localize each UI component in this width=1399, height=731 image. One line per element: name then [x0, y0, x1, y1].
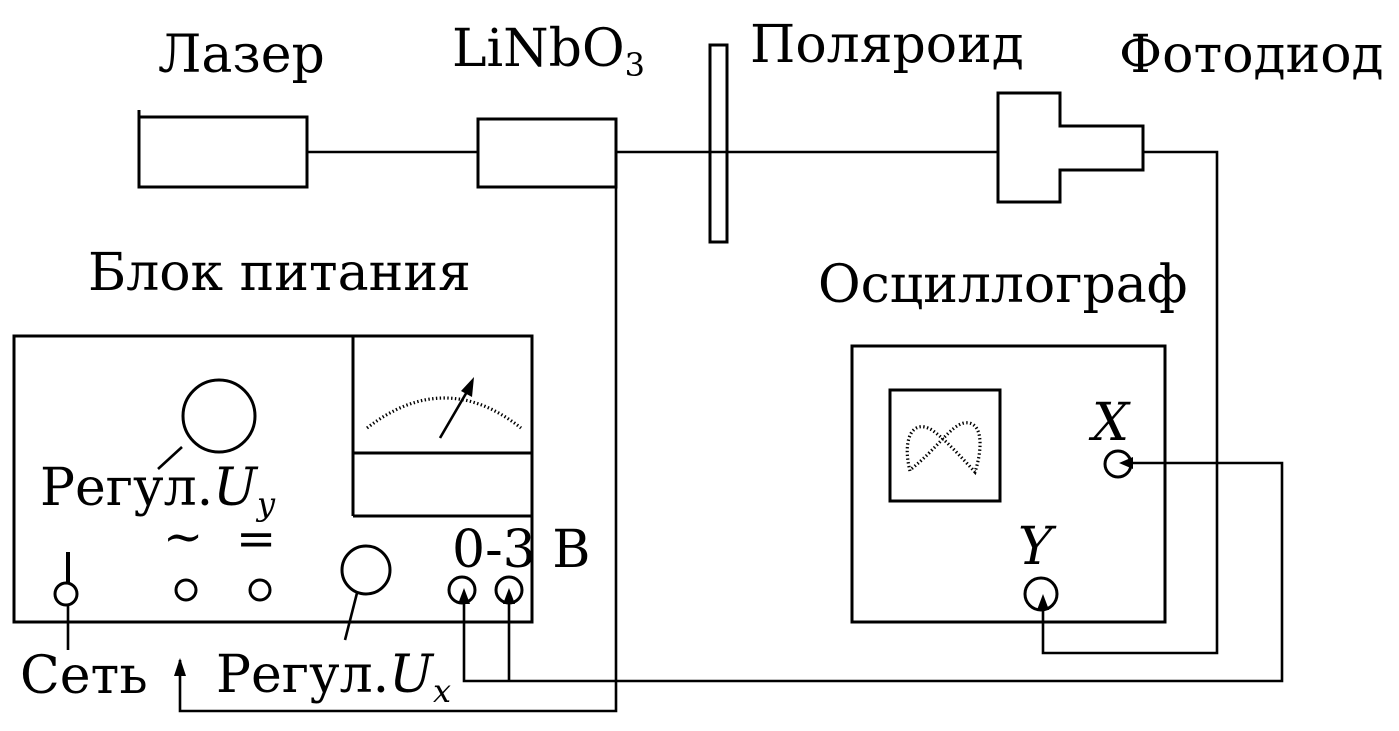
wire-crystal-to-supply: [178, 187, 618, 713]
power-supply-panel: [12, 334, 534, 624]
arrow-osc-y: [1037, 594, 1049, 610]
meter-needle: [438, 389, 470, 439]
regulator-ux-prefix: Регул.: [216, 645, 389, 705]
regulator-uy-label: Регул.Uy: [40, 458, 276, 523]
regulator-uy-leader: [157, 446, 183, 470]
polaroid-plate: [708, 43, 729, 244]
arrow-output-2: [503, 588, 515, 604]
laser-body: [137, 115, 309, 189]
regulator-ux-var: U: [389, 645, 435, 705]
meter-needle-tip: [461, 377, 474, 397]
laser-label: Лазер: [158, 25, 325, 85]
crystal-formula-subscript: 3: [625, 46, 645, 84]
regulator-ux-label: Регул.Ux: [216, 645, 451, 710]
dc-socket[interactable]: [248, 578, 272, 602]
photodiode-body: [996, 91, 1145, 204]
ac-symbol: ~: [163, 509, 203, 565]
oscilloscope-screen: [888, 388, 1002, 503]
regulator-ux-knob[interactable]: [340, 544, 392, 596]
crystal-formula: LiNbO: [452, 19, 625, 79]
wire-supply-to-osc-x: [462, 461, 1284, 683]
crystal-body: [476, 117, 618, 189]
polaroid-label: Поляроид: [750, 15, 1024, 75]
crystal-label: LiNbO3: [452, 19, 645, 84]
oscilloscope-panel: [850, 344, 1167, 624]
regulator-uy-sub: y: [255, 485, 276, 523]
regulator-ux-sub: x: [433, 672, 451, 710]
wire-photodiode-to-osc-y: [1041, 150, 1219, 655]
regulator-uy-var: U: [213, 458, 259, 518]
oscilloscope-label: Осциллограф: [818, 255, 1187, 315]
oscilloscope-trace: [905, 421, 982, 476]
osc-y-label: Y: [1018, 517, 1057, 577]
photodiode-label: Фотодиод: [1119, 25, 1384, 85]
mains-label: Сеть: [20, 646, 148, 706]
regulator-uy-prefix: Регул.: [40, 458, 213, 518]
mains-switch[interactable]: [53, 581, 79, 607]
osc-x-input[interactable]: [1103, 449, 1133, 479]
meter-scale: [366, 396, 522, 430]
dc-symbol: =: [236, 511, 276, 567]
output-range-label: 0-3 В: [452, 520, 590, 580]
regulator-uy-knob[interactable]: [181, 378, 257, 454]
ac-socket[interactable]: [174, 578, 198, 602]
osc-x-label: X: [1088, 393, 1131, 453]
regulator-ux-leader: [343, 592, 359, 641]
power-supply-label: Блок питания: [88, 243, 471, 303]
arrow-output-1: [458, 588, 470, 604]
arrow-crystal-wire: [174, 658, 186, 676]
